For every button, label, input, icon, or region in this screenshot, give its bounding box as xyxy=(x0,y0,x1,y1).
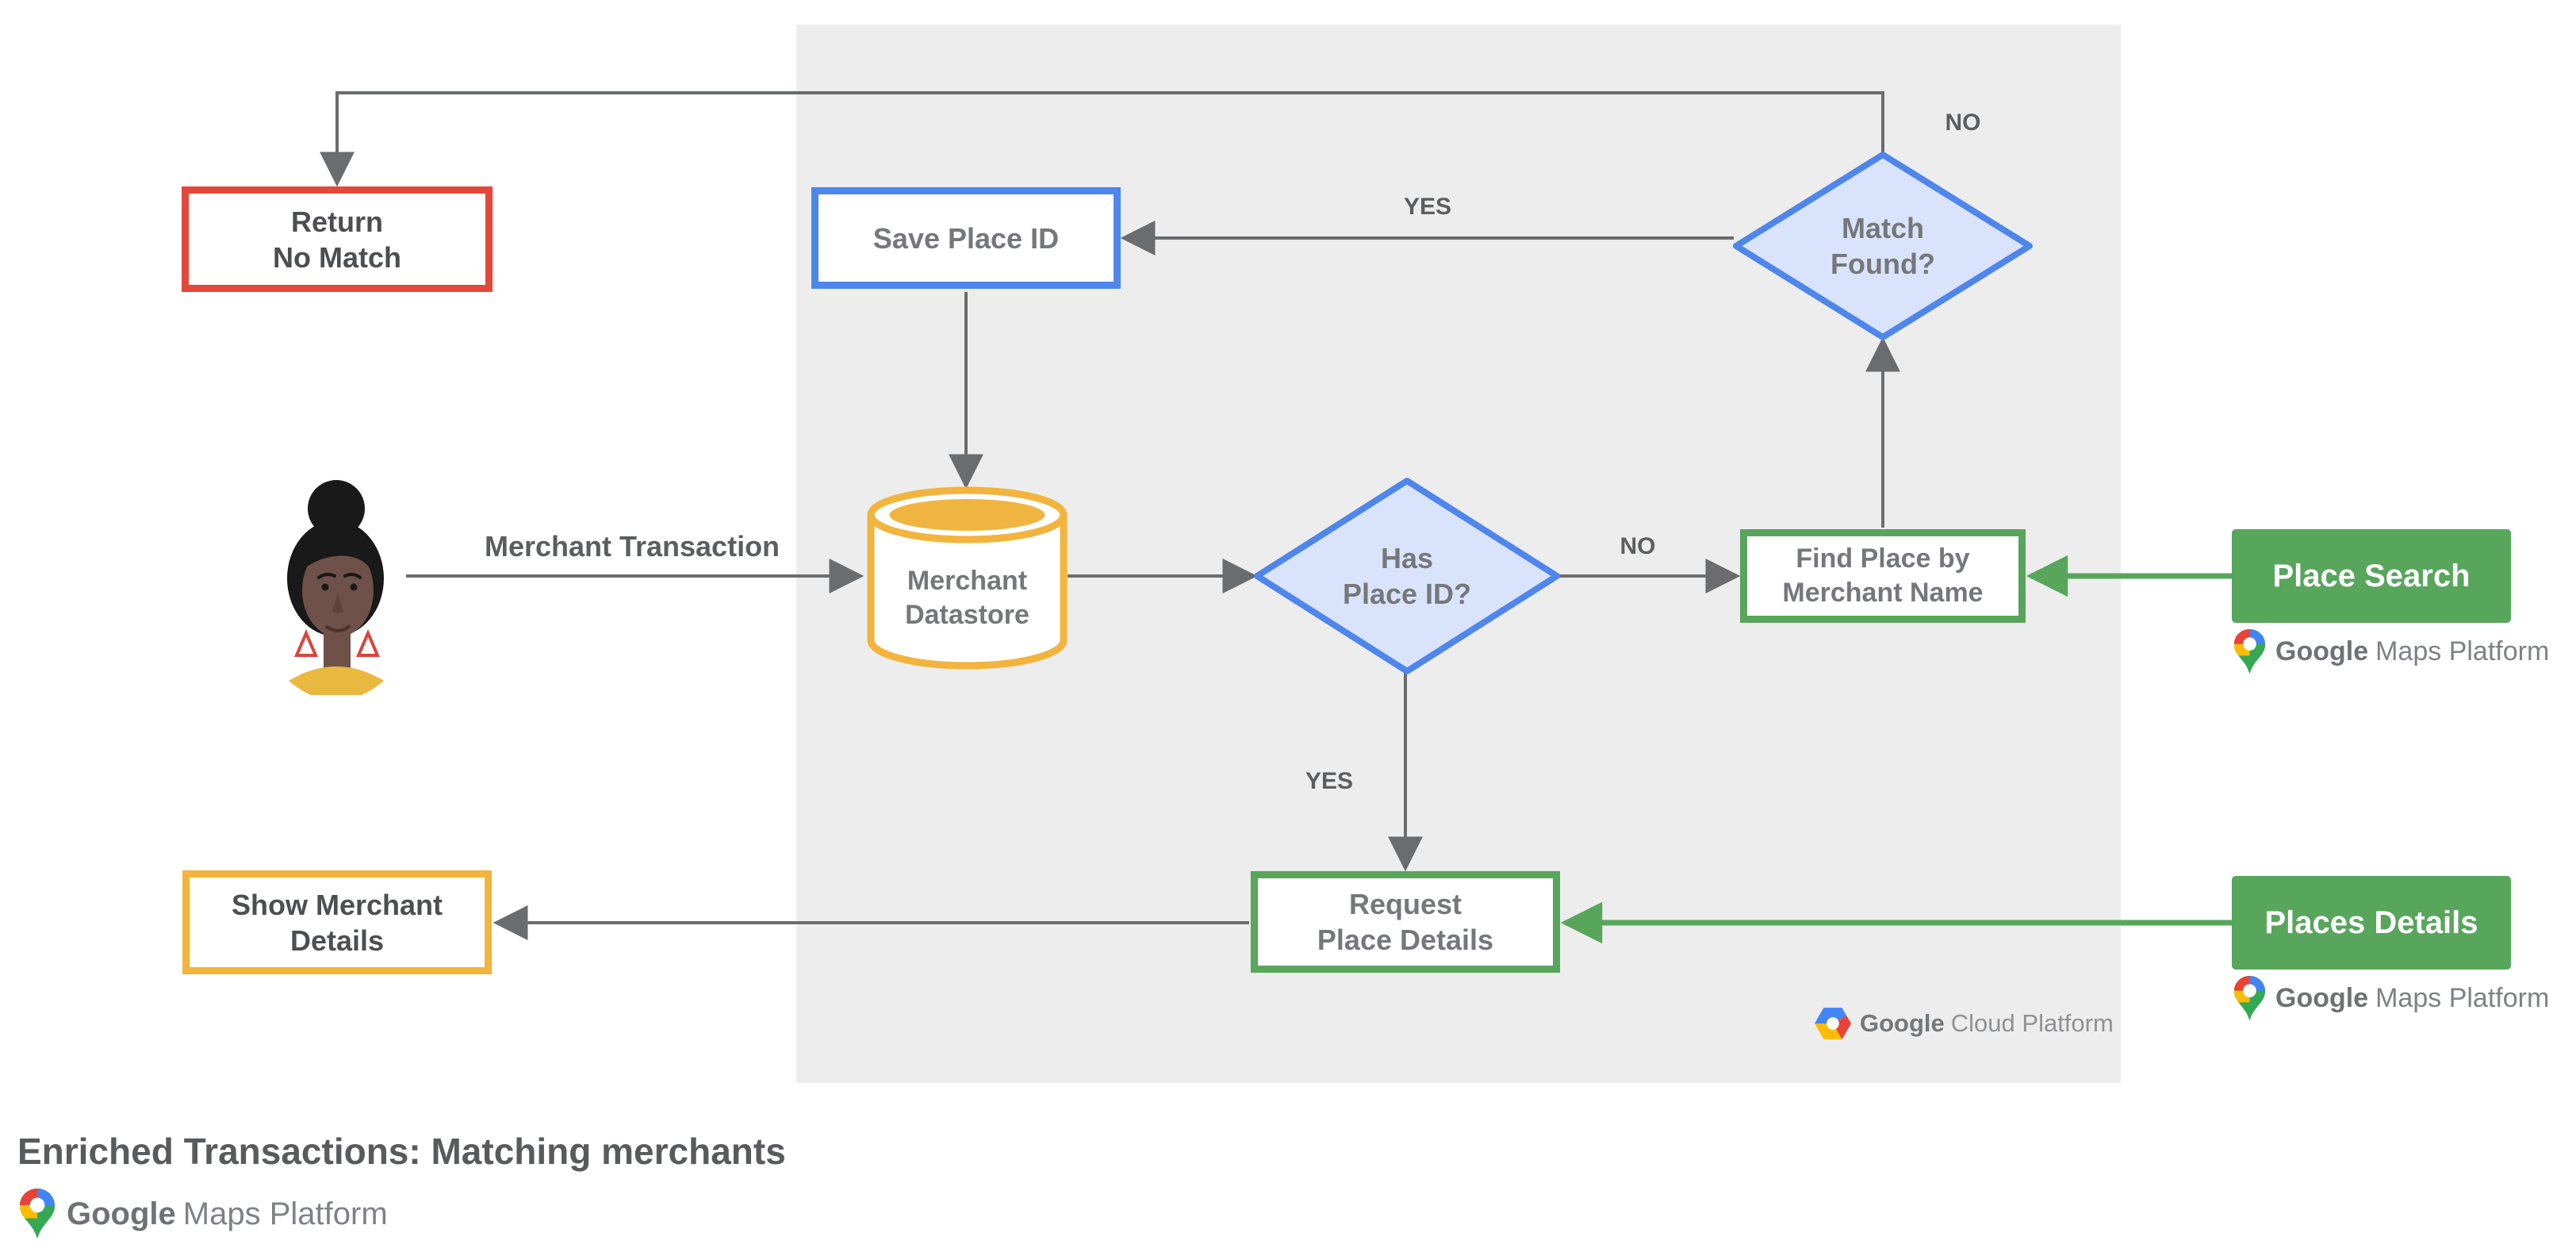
diamond-match-found xyxy=(1733,152,2033,340)
user-avatar xyxy=(287,480,384,695)
maps-wordmark-google: Google xyxy=(2275,983,2369,1013)
edge-label-no-find: NO xyxy=(1620,533,1656,559)
node-label-line: Merchant xyxy=(907,566,1028,596)
node-label-line: Details xyxy=(289,924,385,957)
node-label-line: Find Place by xyxy=(1796,543,1970,574)
api-card-label: Place Search xyxy=(2272,558,2471,593)
maps-pin-icon xyxy=(2233,629,2266,674)
node-label-line: Place ID? xyxy=(1342,578,1472,610)
maps-wordmark-google: Google xyxy=(67,1196,176,1231)
edge-label-no-return: NO xyxy=(1945,109,1981,136)
node-label-line: Request xyxy=(1348,888,1462,920)
api-card-place-search: Place Search xyxy=(2232,529,2511,623)
node-save-place-id: Save Place ID xyxy=(811,187,1121,289)
edge-label-merchant-transaction: Merchant Transaction xyxy=(484,530,780,563)
node-label-line: Found? xyxy=(1830,248,1935,280)
node-label-line: Match xyxy=(1841,212,1924,244)
node-label-line: Save Place ID xyxy=(872,221,1060,255)
node-label-line: No Match xyxy=(273,240,401,274)
diamond-has-place-id-label: Has Place ID? xyxy=(1252,476,1562,676)
cloud-hexagon-icon xyxy=(1815,1008,1851,1039)
maps-wordmark-rest: Maps Platform xyxy=(2375,983,2550,1013)
node-find-place-by-merchant-name: Find Place by Merchant Name xyxy=(1740,529,2026,623)
maps-pin-icon xyxy=(2233,976,2266,1020)
node-show-merchant-details: Show Merchant Details xyxy=(182,870,492,974)
api-card-label: Places Details xyxy=(2264,904,2478,940)
node-label-line: Has xyxy=(1380,542,1434,574)
maps-pin-icon xyxy=(19,1189,56,1239)
cloud-wordmark-google: Google xyxy=(1860,1009,1945,1037)
api-card-places-details: Places Details xyxy=(2232,876,2511,970)
node-label-line: Datastore xyxy=(905,600,1029,630)
node-label-line: Show Merchant xyxy=(231,888,443,921)
node-merchant-datastore-label: Merchant Datastore xyxy=(867,536,1068,661)
diamond-has-place-id xyxy=(1254,478,1560,674)
diamond-match-found-label: Match Found? xyxy=(1732,151,2034,341)
node-request-place-details: Request Place Details xyxy=(1251,871,1560,973)
edge-label-yes-save: YES xyxy=(1403,194,1452,220)
node-label-line: Return xyxy=(291,205,383,238)
datastore-cylinder-icon xyxy=(867,486,1068,670)
maps-wordmark-google: Google xyxy=(2275,636,2369,666)
node-label-line: Merchant Name xyxy=(1782,578,1984,608)
node-return-no-match: Return No Match xyxy=(182,186,493,292)
node-label-line: Place Details xyxy=(1317,924,1494,956)
maps-wordmark-rest: Maps Platform xyxy=(2375,636,2550,666)
edge-label-yes-request: YES xyxy=(1305,768,1354,794)
maps-wordmark-rest: Maps Platform xyxy=(182,1196,388,1231)
cloud-wordmark-rest: Cloud Platform xyxy=(1950,1009,2114,1037)
diagram-title: Enriched Transactions: Matching merchant… xyxy=(17,1131,786,1172)
